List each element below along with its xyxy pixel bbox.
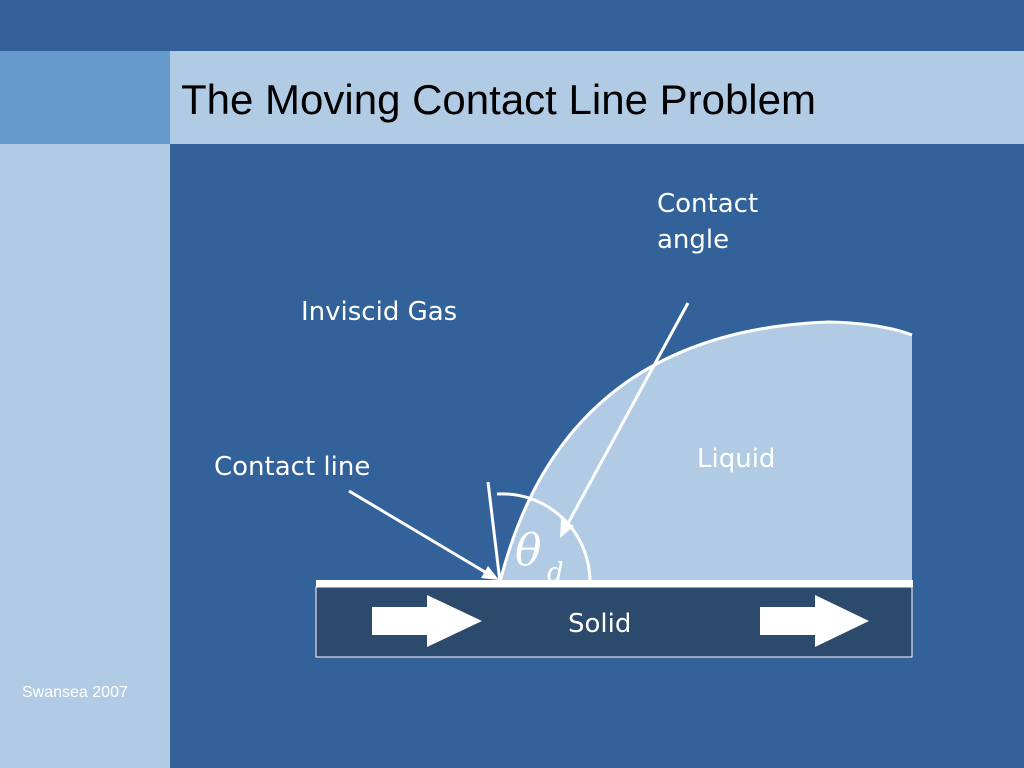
label-contact-angle: Contact angle (657, 189, 759, 255)
contact-angle-pointer (564, 302, 690, 528)
contact-angle-arc (496, 492, 592, 583)
contact-angle-arrowhead (560, 519, 574, 538)
contact-line-pointer (348, 489, 491, 577)
corner-accent-block (0, 51, 170, 144)
label-solid: Solid (568, 609, 632, 639)
contact-angle-symbol: θ (515, 525, 542, 576)
label-liquid: Liquid (697, 444, 776, 474)
contact-angle-subscript: d (547, 558, 564, 588)
footer-text: Swansea 2007 (22, 684, 128, 701)
liquid-gas-interface (498, 320, 913, 583)
top-bar (0, 0, 1024, 51)
left-side-panel (0, 144, 170, 768)
slide-title: The Moving Contact Line Problem (181, 76, 816, 123)
solid-surface-line (316, 580, 913, 587)
angle-reference-line (486, 481, 502, 583)
label-contact-line: Contact line (214, 452, 371, 482)
title-band (170, 51, 1024, 144)
solid-motion-arrow-right (760, 595, 869, 647)
contact-line-arrowhead (481, 566, 499, 580)
solid-motion-arrow-left (372, 595, 482, 647)
liquid-region (500, 322, 912, 582)
label-inviscid-gas: Inviscid Gas (301, 297, 458, 327)
